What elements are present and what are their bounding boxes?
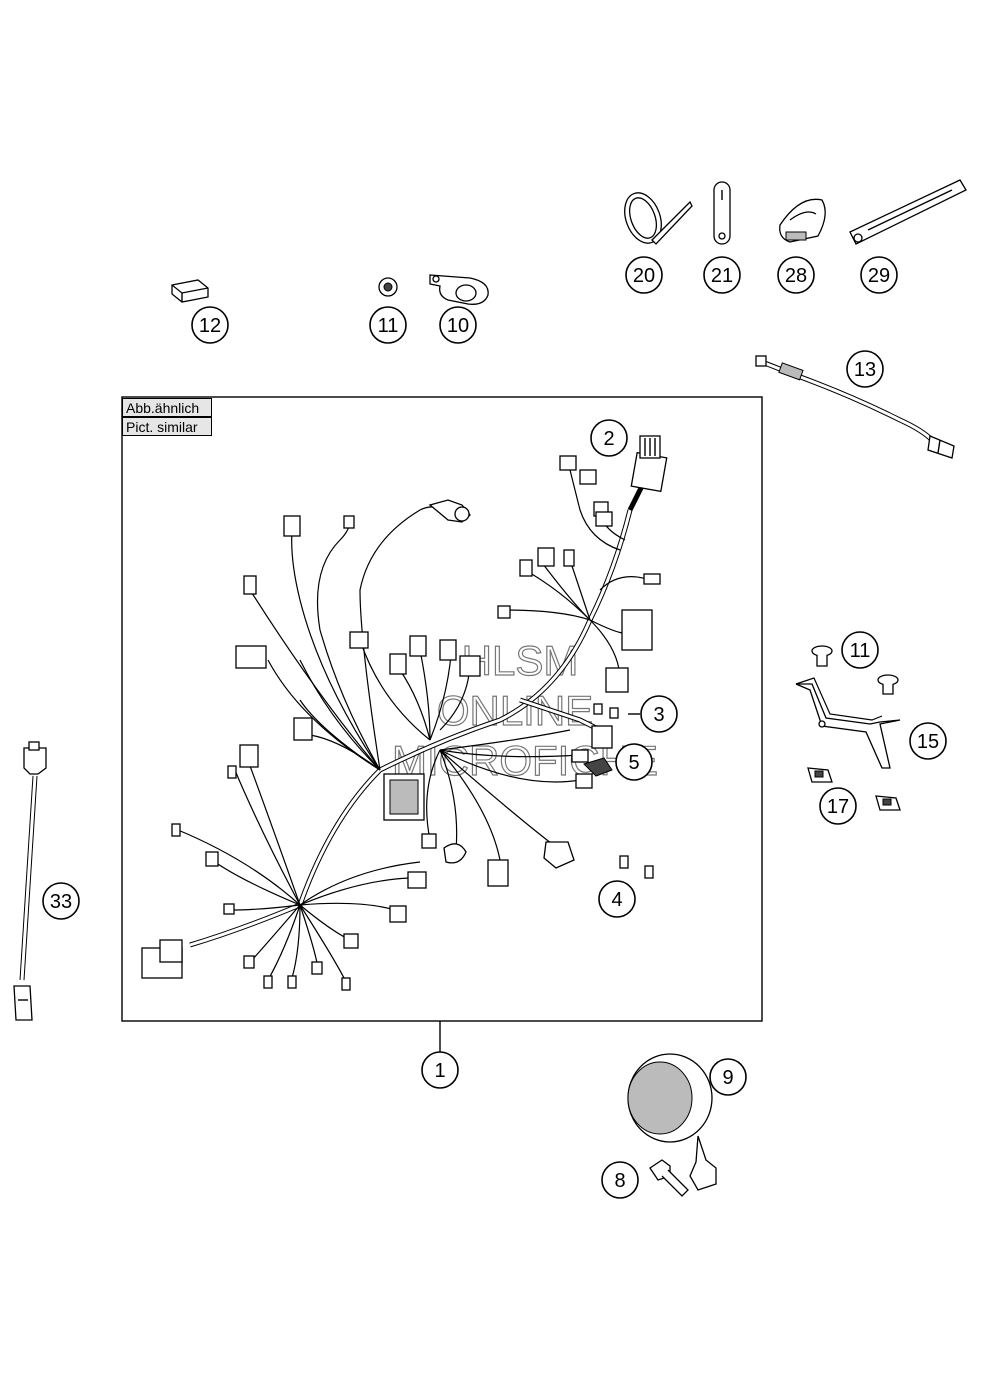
callout-12-label: 12 (199, 315, 221, 337)
part-21-strap (713, 181, 731, 245)
part-3-connectors (593, 703, 619, 719)
note-german: Abb.ähnlich (122, 398, 212, 417)
callout-21[interactable]: 21 (703, 256, 741, 294)
callout-33-label: 33 (50, 891, 72, 913)
callout-33[interactable]: 33 (42, 882, 80, 920)
callout-5-label: 5 (628, 752, 639, 774)
callout-29[interactable]: 29 (860, 256, 898, 294)
callout-11-top-label: 11 (378, 315, 399, 337)
part-11-screws-right (811, 645, 899, 695)
callout-11-right[interactable]: 11 (841, 631, 879, 669)
callout-17[interactable]: 17 (819, 787, 857, 825)
callout-3-label: 3 (653, 704, 664, 726)
callout-5[interactable]: 5 (615, 743, 653, 781)
callout-20[interactable]: 20 (625, 256, 663, 294)
callout-8-label: 8 (614, 1170, 625, 1192)
part-1-wiring-harness (141, 435, 668, 991)
callout-21-label: 21 (711, 265, 733, 287)
part-13-cable (755, 355, 955, 459)
callout-29-label: 29 (868, 265, 890, 287)
callout-8[interactable]: 8 (601, 1161, 639, 1199)
part-20-cable-tie (624, 192, 693, 245)
part-17-clips (807, 767, 901, 811)
part-28-holder (779, 198, 826, 243)
harness-frame (121, 396, 763, 1022)
callout-17-label: 17 (827, 796, 849, 818)
part-12-cap (171, 279, 209, 303)
callout-1-label: 1 (434, 1060, 445, 1082)
part-29-long-strap (849, 179, 967, 245)
callout-3[interactable]: 3 (640, 695, 678, 733)
callout-2-label: 2 (603, 428, 614, 450)
callout-4[interactable]: 4 (598, 880, 636, 918)
callout-10-label: 10 (447, 315, 469, 337)
callout-13[interactable]: 13 (846, 350, 884, 388)
callout-9-label: 9 (722, 1067, 733, 1089)
callout-20-label: 20 (633, 265, 655, 287)
part-4-fuses (619, 855, 654, 879)
part-11-screw-top (378, 277, 398, 297)
callout-9[interactable]: 9 (709, 1058, 747, 1096)
part-15-bracket (795, 677, 901, 769)
callout-13-label: 13 (854, 359, 876, 381)
callout-15[interactable]: 15 (909, 722, 947, 760)
callout-10[interactable]: 10 (439, 306, 477, 344)
note-english: Pict. similar (122, 417, 212, 436)
callout-2[interactable]: 2 (590, 419, 628, 457)
callout-15-label: 15 (917, 731, 939, 753)
callout-1[interactable]: 1 (421, 1051, 459, 1089)
part-8-bolt (649, 1159, 689, 1197)
callout-28-label: 28 (785, 265, 807, 287)
callout-4-label: 4 (611, 889, 622, 911)
part-9-horn (627, 1053, 717, 1191)
part-33-cable (13, 741, 47, 1021)
callout-28[interactable]: 28 (777, 256, 815, 294)
watermark-line1: HLSM (462, 637, 579, 684)
part-5-clip (583, 757, 613, 777)
callout-11-top[interactable]: 11 (369, 306, 407, 344)
callout-12[interactable]: 12 (191, 306, 229, 344)
part-2-connectors (579, 469, 609, 517)
callout-11-right-label: 11 (850, 640, 871, 662)
part-10-clamp (429, 274, 489, 305)
